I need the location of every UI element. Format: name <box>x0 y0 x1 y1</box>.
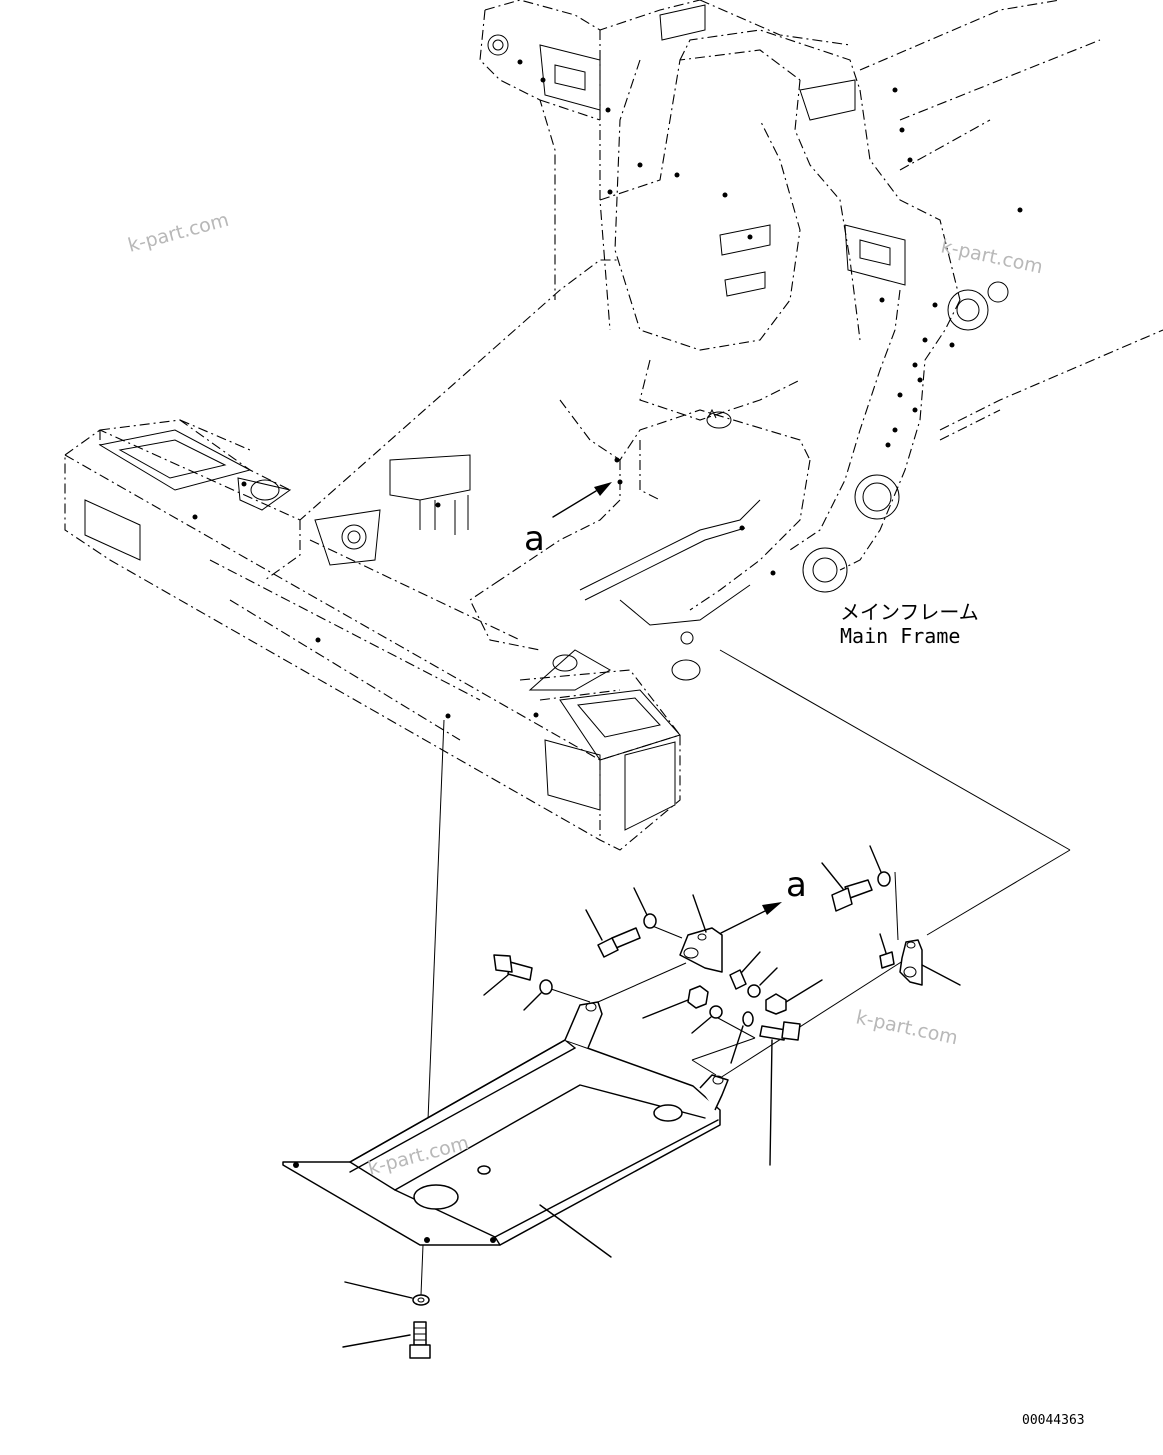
spacer <box>729 951 761 990</box>
washer-7 <box>344 1281 430 1306</box>
washer-1 <box>633 887 657 929</box>
washer-3 <box>691 1005 723 1034</box>
main-frame-label-jp: メインフレーム <box>840 600 979 624</box>
skid-plate-leader <box>539 1204 612 1258</box>
bolt-3 <box>821 862 873 912</box>
bolt-5 <box>759 1021 801 1166</box>
watermark-3: k-part.com <box>854 1006 960 1049</box>
skid-plate <box>282 1001 729 1246</box>
watermark-1: k-part.com <box>126 209 232 257</box>
washer-6 <box>730 1011 754 1064</box>
washer-2 <box>523 979 553 1011</box>
nut-1 <box>642 985 709 1019</box>
bracket-right <box>899 939 923 986</box>
nut-2 <box>765 979 823 1015</box>
bracket-right-leader <box>921 964 961 986</box>
bolt-4 <box>879 933 895 969</box>
washer-5 <box>869 845 891 887</box>
main-frame-outline <box>64 0 1163 851</box>
view-arrow-bracket <box>720 902 782 934</box>
watermark-2: k-part.com <box>939 235 1045 278</box>
bolt-2 <box>483 954 533 996</box>
bolt-1 <box>585 909 641 958</box>
view-ref-a-frame: a <box>524 519 545 559</box>
bolt-6 <box>342 1321 431 1359</box>
view-ref-a-bracket: a <box>786 865 807 905</box>
frame-features <box>84 4 1009 831</box>
frame-rivets <box>192 59 1023 719</box>
drawing-number: 00044363 <box>1022 1413 1085 1428</box>
main-frame-label-en: Main Frame <box>840 624 960 648</box>
bracket-left-leader <box>692 894 707 933</box>
washer-4 <box>747 967 778 998</box>
view-arrow-frame <box>552 482 612 518</box>
bracket-left <box>679 927 723 973</box>
